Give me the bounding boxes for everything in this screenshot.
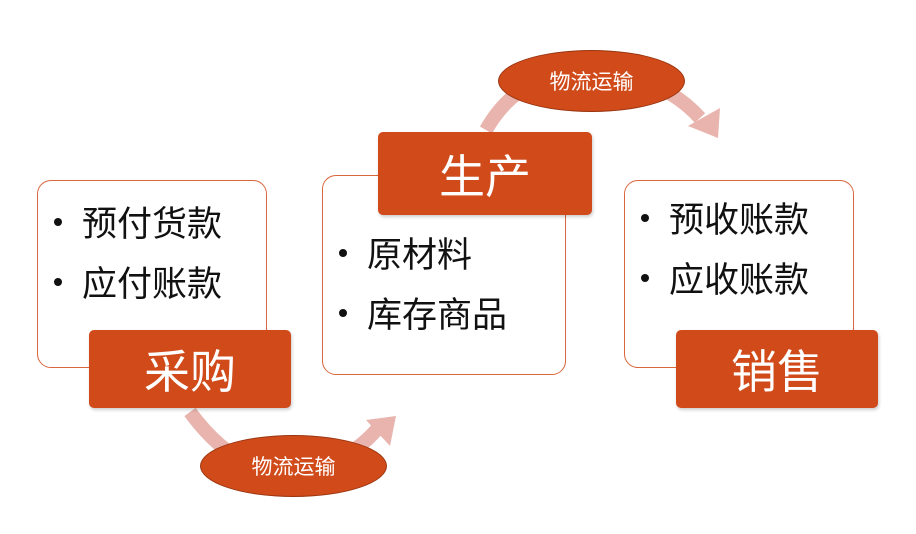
list-item: 预收账款 xyxy=(641,191,853,251)
purchase-label: 采购 xyxy=(89,330,291,408)
item-text: 应收账款 xyxy=(669,261,810,301)
item-text: 库存商品 xyxy=(367,296,508,336)
item-text: 应付账款 xyxy=(82,265,223,305)
production-label: 生产 xyxy=(378,132,592,215)
list-item: 应收账款 xyxy=(641,251,853,311)
logistics-bottom-ellipse: 物流运输 xyxy=(200,435,387,497)
sales-label: 销售 xyxy=(676,330,878,408)
list-item: 库存商品 xyxy=(339,286,565,346)
arrow-head-icon xyxy=(688,108,720,138)
list-item: 原材料 xyxy=(339,226,565,286)
list-item: 应付账款 xyxy=(54,255,266,315)
logistics-top-ellipse: 物流运输 xyxy=(498,50,685,112)
item-text: 原材料 xyxy=(367,236,473,276)
item-text: 预收账款 xyxy=(669,201,810,241)
list-item: 预付货款 xyxy=(54,195,266,255)
item-text: 预付货款 xyxy=(82,205,223,245)
arrow-head-icon xyxy=(366,416,396,446)
